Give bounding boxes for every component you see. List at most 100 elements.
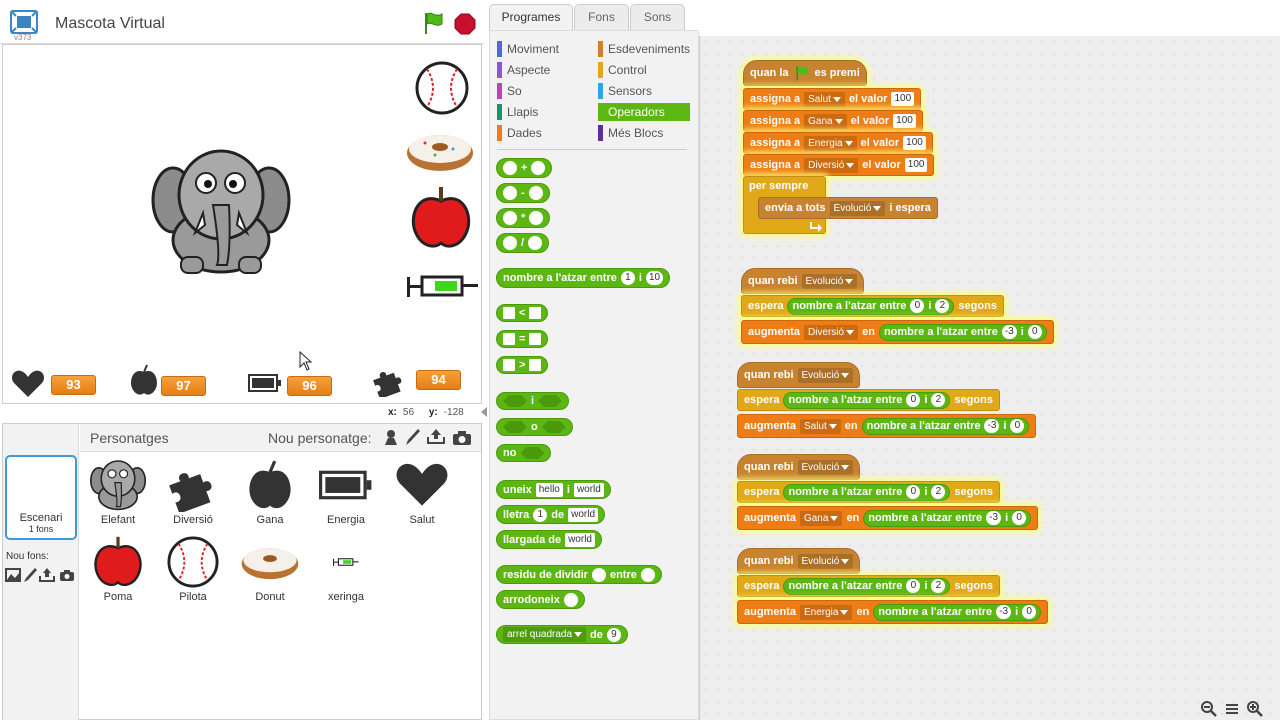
input-slot[interactable] xyxy=(503,359,515,371)
number-input[interactable]: 0 xyxy=(906,393,921,407)
value-input[interactable]: 100 xyxy=(893,114,916,128)
broadcast-and-wait-block[interactable]: envia a tots Evolució i espera xyxy=(758,197,938,219)
camera-icon[interactable] xyxy=(452,430,472,446)
when-i-receive-hat[interactable]: quan rebi Evolució xyxy=(737,362,861,388)
block-letter-of[interactable]: lletra 1 de world xyxy=(496,505,606,524)
stop-icon[interactable] xyxy=(454,13,476,35)
number-input[interactable]: 1 xyxy=(533,507,548,522)
sprite-pilota[interactable]: Pilota xyxy=(155,533,231,603)
variable-dropdown[interactable]: Salut xyxy=(804,91,845,107)
apple-sprite[interactable] xyxy=(409,185,473,251)
input-slot[interactable] xyxy=(503,236,517,250)
set-variable-block[interactable]: assigna a Diversió el valor 100 xyxy=(743,154,935,176)
change-variable-block[interactable]: augmenta Gana en nombre a l'atzar entre-… xyxy=(737,506,1039,530)
paint-brush-icon[interactable] xyxy=(405,428,421,446)
block-multiply[interactable]: * xyxy=(496,208,551,228)
block-math-function[interactable]: arrel quadrada de 9 xyxy=(496,625,628,644)
input-slot[interactable] xyxy=(563,592,578,607)
input-slot[interactable] xyxy=(503,161,517,175)
text-input[interactable]: world xyxy=(568,507,599,522)
backdrop-library-icon[interactable] xyxy=(5,568,21,582)
block-equals[interactable]: = xyxy=(496,330,549,348)
number-input[interactable]: 0 xyxy=(906,579,921,593)
input-slot[interactable] xyxy=(503,211,517,225)
fullscreen-icon[interactable] xyxy=(10,10,38,34)
paint-backdrop-icon[interactable] xyxy=(24,567,38,583)
category-sound[interactable]: So xyxy=(497,82,522,100)
block-and[interactable]: i xyxy=(496,392,570,410)
message-dropdown[interactable]: Evolució xyxy=(797,367,854,383)
variable-dropdown[interactable]: Energia xyxy=(799,604,853,620)
category-data[interactable]: Dades xyxy=(497,124,542,142)
sprite-salut[interactable]: Salut xyxy=(384,456,460,526)
block-or[interactable]: o xyxy=(496,418,573,436)
number-input[interactable]: 0 xyxy=(1012,511,1027,525)
set-variable-block[interactable]: assigna a Gana el valor 100 xyxy=(743,110,923,132)
block-subtract[interactable]: - xyxy=(496,183,550,203)
input-slot[interactable] xyxy=(640,567,655,582)
text-input[interactable]: hello xyxy=(535,482,563,497)
block-join[interactable]: uneix hello i world xyxy=(496,480,611,499)
sprite-gana[interactable]: Gana xyxy=(232,456,308,526)
upload-sprite-icon[interactable] xyxy=(426,427,446,445)
category-operators[interactable]: Operadors xyxy=(598,103,690,121)
block-add[interactable]: + xyxy=(496,158,553,178)
number-input[interactable]: 2 xyxy=(931,579,946,593)
message-dropdown[interactable]: Evolució xyxy=(797,459,854,475)
number-input[interactable]: 2 xyxy=(931,393,946,407)
category-more-blocks[interactable]: Més Blocs xyxy=(598,124,663,142)
baseball-sprite[interactable] xyxy=(415,61,469,115)
when-i-receive-hat[interactable]: quan rebi Evolució xyxy=(741,268,865,294)
message-dropdown[interactable]: Evolució xyxy=(797,553,854,569)
number-input[interactable]: 0 xyxy=(1022,605,1037,619)
input-slot[interactable] xyxy=(531,161,546,175)
zoom-in-icon[interactable] xyxy=(1246,700,1264,718)
input-slot[interactable] xyxy=(503,333,515,345)
variable-dropdown[interactable]: Diversió xyxy=(804,157,859,173)
number-input[interactable]: 0 xyxy=(1010,419,1025,433)
number-input[interactable]: 1 xyxy=(620,271,635,285)
project-title[interactable]: Mascota Virtual xyxy=(55,15,165,32)
change-variable-block[interactable]: augmenta Diversió en nombre a l'atzar en… xyxy=(741,320,1054,344)
when-i-receive-hat[interactable]: quan rebi Evolució xyxy=(737,454,861,480)
zoom-reset-icon[interactable] xyxy=(1223,700,1241,718)
number-input[interactable]: 0 xyxy=(910,299,925,313)
block-greater-than[interactable]: > xyxy=(496,356,549,374)
input-slot[interactable] xyxy=(503,307,515,319)
message-dropdown[interactable]: Evolució xyxy=(829,200,886,216)
boolean-slot[interactable] xyxy=(538,395,563,407)
value-input[interactable]: 100 xyxy=(904,158,928,172)
sprite-energia[interactable]: Energia xyxy=(308,456,384,526)
number-input[interactable]: -3 xyxy=(996,605,1012,619)
input-slot[interactable] xyxy=(528,186,543,200)
boolean-slot[interactable] xyxy=(520,447,545,459)
message-dropdown[interactable]: Evolució xyxy=(801,273,858,289)
sprite-donut[interactable]: Donut xyxy=(232,533,308,603)
variable-dropdown[interactable]: Diversió xyxy=(803,324,859,340)
number-input[interactable]: -3 xyxy=(986,511,1002,525)
number-input[interactable]: -3 xyxy=(984,419,1000,433)
input-slot[interactable] xyxy=(529,307,542,319)
block-round[interactable]: arrodoneix xyxy=(496,590,585,609)
number-input[interactable]: 9 xyxy=(606,627,621,642)
input-slot[interactable] xyxy=(503,186,517,200)
sprite-elefant[interactable]: Elefant xyxy=(80,456,156,526)
number-input[interactable]: 0 xyxy=(1027,325,1042,339)
category-control[interactable]: Control xyxy=(598,61,647,79)
category-looks[interactable]: Aspecte xyxy=(497,61,550,79)
variable-dropdown[interactable]: Energia xyxy=(804,135,857,151)
set-variable-block[interactable]: assigna a Energia el valor 100 xyxy=(743,132,933,154)
number-input[interactable]: 2 xyxy=(935,299,950,313)
collapse-stage-icon[interactable] xyxy=(480,406,488,418)
when-flag-clicked-hat[interactable]: quan la es premi xyxy=(743,60,867,86)
upload-backdrop-icon[interactable] xyxy=(39,567,55,583)
input-slot[interactable] xyxy=(529,211,544,225)
donut-sprite[interactable] xyxy=(405,129,475,173)
